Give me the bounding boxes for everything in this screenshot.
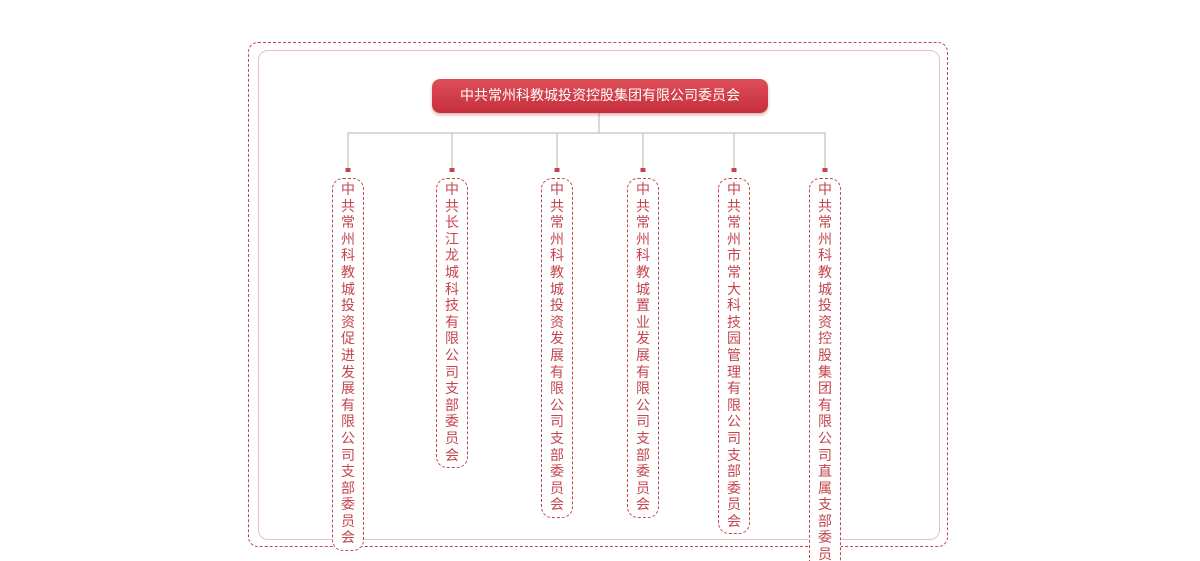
- child-node-label: 中共常州科教城投资促进发展有限公司支部委员会: [341, 182, 355, 547]
- child-node-4[interactable]: 中共常州科教城置业发展有限公司支部委员会: [627, 178, 659, 518]
- root-node[interactable]: 中共常州科教城投资控股集团有限公司委员会: [432, 79, 768, 113]
- branch-marker-5: [731, 168, 737, 172]
- child-node-label: 中共长江龙城科技有限公司支部委员会: [445, 182, 459, 464]
- outer-dashed-frame: [248, 42, 948, 547]
- child-node-label: 中共常州科教城投资控股集团有限公司直属支部委员会: [818, 182, 832, 561]
- branch-marker-4: [640, 168, 646, 172]
- branch-marker-6: [822, 168, 828, 172]
- child-node-label: 中共常州科教城置业发展有限公司支部委员会: [636, 182, 650, 514]
- child-node-1[interactable]: 中共常州科教城投资促进发展有限公司支部委员会: [332, 178, 364, 552]
- child-node-label: 中共常州市常大科技园管理有限公司支部委员会: [727, 182, 741, 530]
- child-node-5[interactable]: 中共常州市常大科技园管理有限公司支部委员会: [718, 178, 750, 535]
- inner-frame: [258, 50, 940, 540]
- branch-marker-1: [345, 168, 351, 172]
- branch-marker-3: [554, 168, 560, 172]
- child-node-2[interactable]: 中共长江龙城科技有限公司支部委员会: [436, 178, 468, 469]
- child-node-3[interactable]: 中共常州科教城投资发展有限公司支部委员会: [541, 178, 573, 518]
- child-node-label: 中共常州科教城投资发展有限公司支部委员会: [550, 182, 564, 514]
- branch-marker-2: [449, 168, 455, 172]
- child-node-6[interactable]: 中共常州科教城投资控股集团有限公司直属支部委员会: [809, 178, 841, 561]
